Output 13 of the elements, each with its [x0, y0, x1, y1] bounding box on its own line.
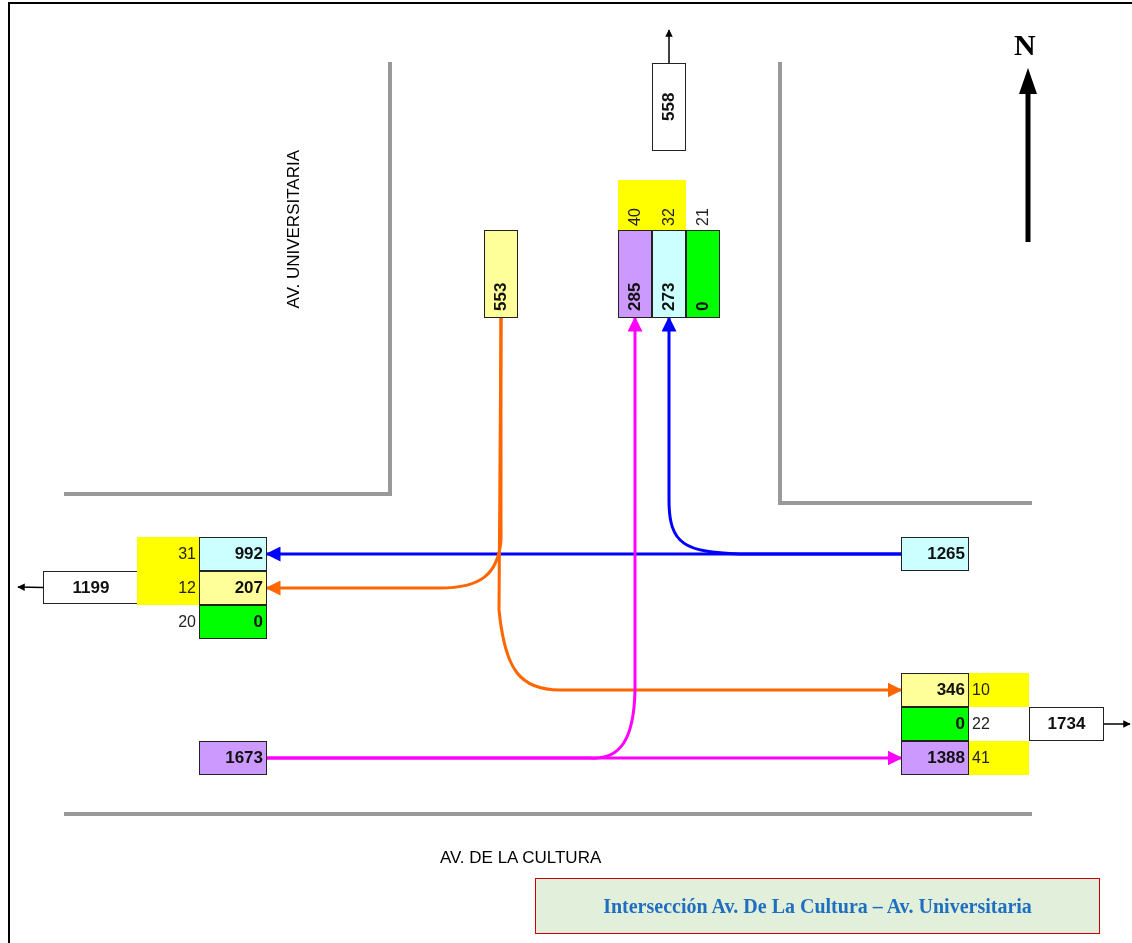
street-label: AV. UNIVERSITARIA	[284, 150, 304, 309]
count-label: 41	[969, 741, 1029, 775]
street-label: AV. DE LA CULTURA	[440, 848, 602, 868]
caption: Intersección Av. De La Cultura – Av. Universitaria	[535, 878, 1100, 934]
count-label: 10	[969, 673, 1029, 707]
count-label: 12	[137, 571, 199, 605]
count-label: 22	[971, 714, 991, 734]
count-label: 20	[177, 612, 197, 632]
count-label: 31	[137, 537, 199, 571]
count-label: 32	[652, 180, 686, 230]
count-label: 40	[618, 180, 652, 230]
compass-label: N	[1014, 28, 1036, 62]
count-label: 21	[693, 207, 712, 228]
